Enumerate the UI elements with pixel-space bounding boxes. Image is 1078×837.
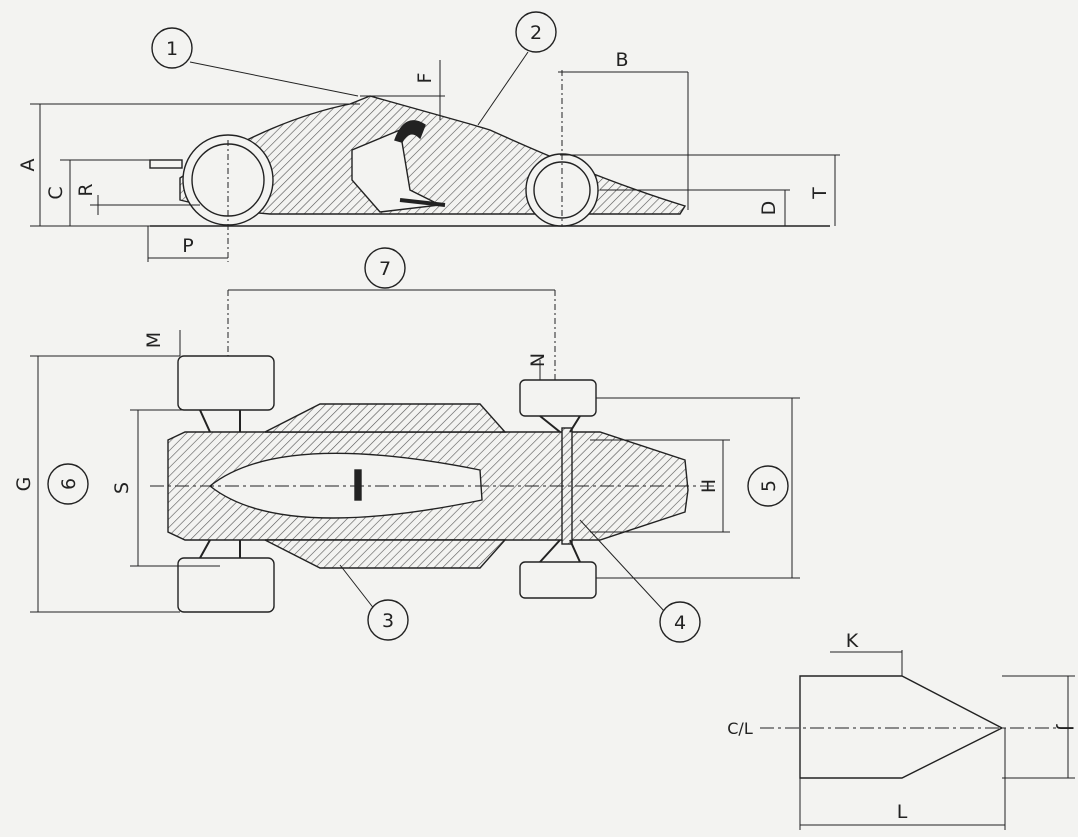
callout-6: 6	[58, 478, 80, 490]
dim-G: G	[13, 477, 35, 492]
centerline-label: C/L	[727, 719, 753, 738]
dim-L: L	[897, 801, 908, 823]
callout-7: 7	[379, 258, 391, 280]
steering-rod	[399, 198, 446, 207]
dim-D: D	[758, 201, 780, 216]
driver-helmet	[394, 120, 426, 143]
dim-B: B	[615, 49, 628, 71]
dim-S: S	[111, 482, 133, 494]
dim-F: F	[414, 73, 436, 84]
callout-1: 1	[166, 38, 178, 60]
dim-M: M	[143, 332, 165, 348]
rear-wheel-top-upper	[177, 355, 275, 411]
cockpit-opening	[351, 129, 443, 213]
dim-J: J	[1055, 724, 1077, 731]
nose-detail	[760, 650, 1075, 830]
callout-3: 3	[382, 610, 394, 632]
dim-N: N	[527, 353, 549, 367]
labels: 1 2 7 6 3 5 4 A C R P B D T F G S M N H …	[13, 22, 1077, 823]
top-view	[30, 289, 800, 613]
front-wheel-inner	[533, 161, 591, 219]
front-wheel-top-upper	[519, 379, 597, 417]
side-view	[30, 51, 840, 400]
callout-4: 4	[674, 612, 686, 634]
front-wheel-top-lower	[519, 561, 597, 599]
dim-C: C	[45, 186, 67, 199]
dim-K: K	[846, 630, 859, 652]
dim-R: R	[75, 183, 97, 196]
side-pod-lower	[264, 539, 507, 569]
dim-T: T	[809, 187, 831, 200]
dim-A: A	[17, 159, 39, 172]
callout-2: 2	[530, 22, 542, 44]
side-pod-upper	[264, 403, 507, 433]
callout-5: 5	[758, 480, 780, 492]
rear-wheel-top-lower	[177, 557, 275, 613]
rear-axle	[149, 159, 183, 169]
nose-profile	[799, 675, 1004, 779]
dim-H: H	[698, 479, 720, 493]
dim-P: P	[182, 235, 193, 257]
